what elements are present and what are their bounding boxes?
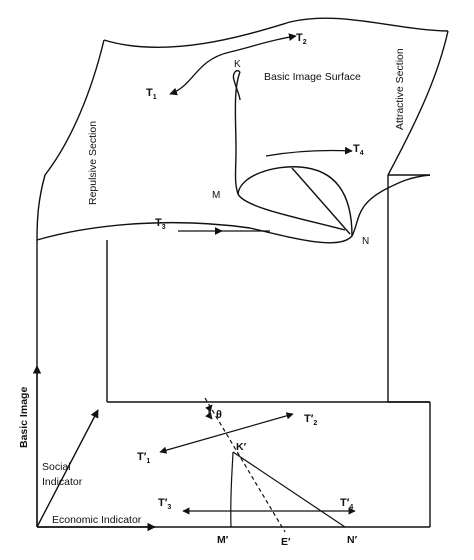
- projection-t1-label: T′1: [137, 451, 150, 465]
- projection-fold-curve: [230, 451, 234, 528]
- theta-label: θ: [216, 409, 222, 421]
- trajectory-t2-label: T2: [296, 32, 307, 46]
- e-prime-label: E′: [281, 536, 291, 548]
- axes: [32, 365, 156, 532]
- floor-projection: [159, 397, 356, 533]
- surface-trajectories: [169, 33, 353, 235]
- trajectory-t3-label: T3: [155, 217, 166, 231]
- social-indicator-axis: [36, 409, 99, 528]
- surface-front-edge: [36, 174, 431, 244]
- trajectory-t1-label: T1: [146, 87, 157, 101]
- fold-diagonal: [291, 167, 351, 235]
- projection-t3-label: T′3: [158, 497, 171, 511]
- k-prime-label: K′: [236, 441, 247, 453]
- social-indicator-label-line1: Social: [42, 461, 71, 473]
- surface-title-label: Basic Image Surface: [264, 71, 361, 83]
- projection-t1-t2-line: [159, 412, 294, 454]
- m-prime-label: M′: [217, 534, 229, 546]
- theta-arc-arrow: [205, 404, 213, 420]
- projection-kn-line: [232, 451, 346, 528]
- projection-dashed-line: [204, 397, 286, 533]
- fold-curve: [232, 70, 353, 237]
- repulsive-section-label: Repulsive Section: [87, 121, 99, 205]
- projection-t2-label: T′2: [304, 413, 317, 427]
- surface-right-edge: [387, 30, 449, 176]
- trajectory-t4-label: T4: [353, 143, 364, 157]
- economic-indicator-label: Economic Indicator: [52, 514, 142, 526]
- projection-t4-label: T′4: [340, 497, 353, 511]
- surface-back-edge: [103, 17, 449, 48]
- point-m-label: M: [212, 190, 220, 201]
- point-n-label: N: [362, 236, 369, 247]
- fold-lower-branch: [237, 166, 353, 237]
- behavior-surface: [36, 17, 449, 244]
- trajectory-t1-t2: [169, 33, 297, 96]
- basic-image-axis-label: Basic Image: [18, 387, 30, 448]
- n-prime-label: N′: [347, 534, 358, 546]
- surface-left-edge: [36, 39, 105, 241]
- fold-upper-branch: [234, 71, 346, 231]
- social-indicator-label-line2: Indicator: [42, 476, 83, 488]
- attractive-section-label: Attractive Section: [394, 48, 406, 130]
- trajectory-t4: [265, 146, 353, 157]
- point-k-label: K: [234, 59, 241, 70]
